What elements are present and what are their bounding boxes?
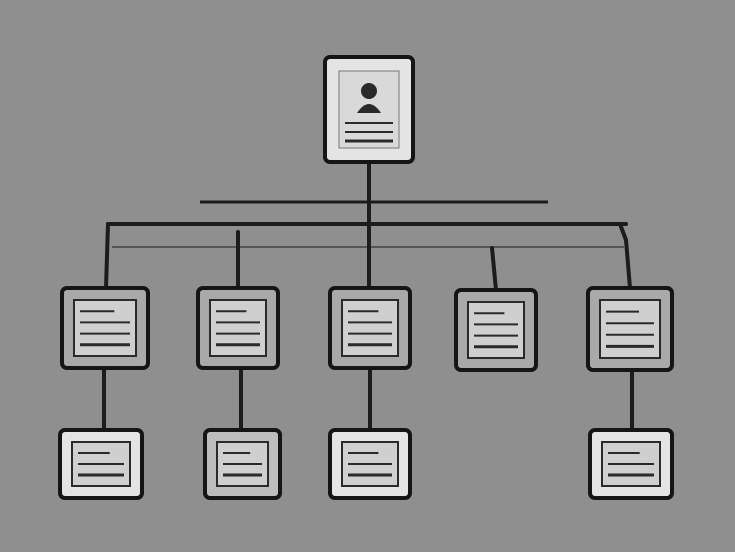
node-leaf-5 xyxy=(588,428,674,500)
document-icon xyxy=(71,441,131,487)
document-icon xyxy=(73,299,137,357)
connector-drop-5 xyxy=(618,222,632,290)
person-head-icon xyxy=(361,83,377,99)
document-icon xyxy=(467,301,525,359)
document-panel xyxy=(73,299,137,357)
connector-lines xyxy=(102,160,634,432)
node-leaf-3 xyxy=(328,428,412,500)
document-icon xyxy=(341,299,399,357)
node-mid-3 xyxy=(328,286,412,370)
connector-drop-4 xyxy=(490,246,498,292)
document-panel xyxy=(467,301,525,359)
person-body-icon xyxy=(357,104,381,113)
connector-drop-1 xyxy=(104,222,110,290)
node-mid-2 xyxy=(196,286,280,370)
document-icon xyxy=(216,441,269,487)
person-document-icon xyxy=(338,70,400,149)
document-icon xyxy=(599,299,661,359)
document-icon xyxy=(601,441,661,487)
document-panel xyxy=(209,299,267,357)
document-icon xyxy=(341,441,399,487)
node-mid-4 xyxy=(454,288,538,372)
document-icon xyxy=(209,299,267,357)
node-mid-1 xyxy=(60,286,150,370)
node-leaf-1 xyxy=(58,428,144,500)
node-leaf-2 xyxy=(203,428,282,500)
node-mid-5 xyxy=(586,286,674,372)
document-panel xyxy=(599,299,661,359)
document-panel xyxy=(341,299,399,357)
node-root xyxy=(323,55,415,164)
